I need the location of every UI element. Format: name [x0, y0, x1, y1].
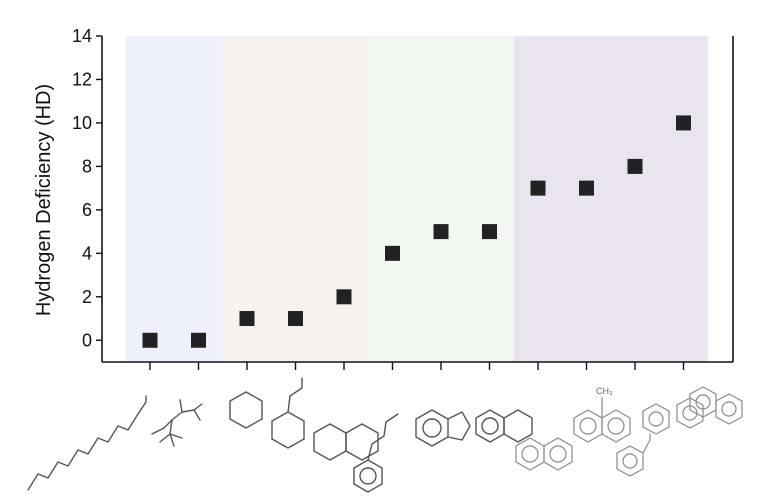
data-point [579, 180, 594, 196]
data-points [142, 115, 691, 348]
data-point [191, 332, 206, 348]
data-point [385, 245, 400, 261]
molecule-biphenyl [616, 403, 670, 477]
group-bands [125, 36, 708, 362]
molecule-structures: CH₃ [27, 377, 743, 493]
data-point [239, 311, 255, 327]
tick-labels: 0 2 4 6 8 10 12 14 [72, 26, 92, 350]
molecule-propylcyclohexane [271, 377, 305, 449]
molecule-decane [27, 395, 147, 491]
molecule-methylnaphthalene: CH₃ [573, 386, 631, 443]
methyl-annotation: CH₃ [596, 386, 613, 396]
data-point [627, 158, 643, 174]
molecule-branched-alkane [151, 399, 203, 447]
data-point [142, 332, 158, 348]
molecule-decalin [313, 423, 379, 461]
group-band-2 [222, 36, 369, 362]
data-point [482, 224, 497, 240]
data-point [676, 115, 691, 131]
y-tick-label: 8 [82, 156, 92, 176]
molecule-naphthalene [515, 437, 573, 471]
data-point [433, 224, 449, 240]
group-band-1 [125, 36, 223, 362]
molecule-indane [415, 409, 471, 447]
data-point [336, 289, 352, 305]
y-tick-label: 12 [72, 69, 92, 89]
y-tick-label: 10 [72, 113, 92, 133]
axes [96, 35, 734, 370]
y-tick-label: 0 [82, 330, 92, 350]
molecule-cyclohexane [229, 391, 263, 429]
y-tick-label: 2 [82, 287, 92, 307]
data-point [288, 311, 303, 327]
molecule-tetralin [475, 409, 533, 443]
y-tick-label: 14 [72, 26, 92, 46]
y-tick-label: 4 [82, 243, 92, 263]
molecule-tricyclic-aromatic [676, 386, 743, 429]
y-axis-label: Hydrogen Deficiency (HD) [33, 84, 55, 316]
group-band-3 [368, 36, 514, 362]
molecule-propylbenzene [353, 413, 399, 493]
group-band-4 [513, 36, 708, 362]
data-point [530, 180, 546, 196]
y-tick-label: 6 [82, 200, 92, 220]
